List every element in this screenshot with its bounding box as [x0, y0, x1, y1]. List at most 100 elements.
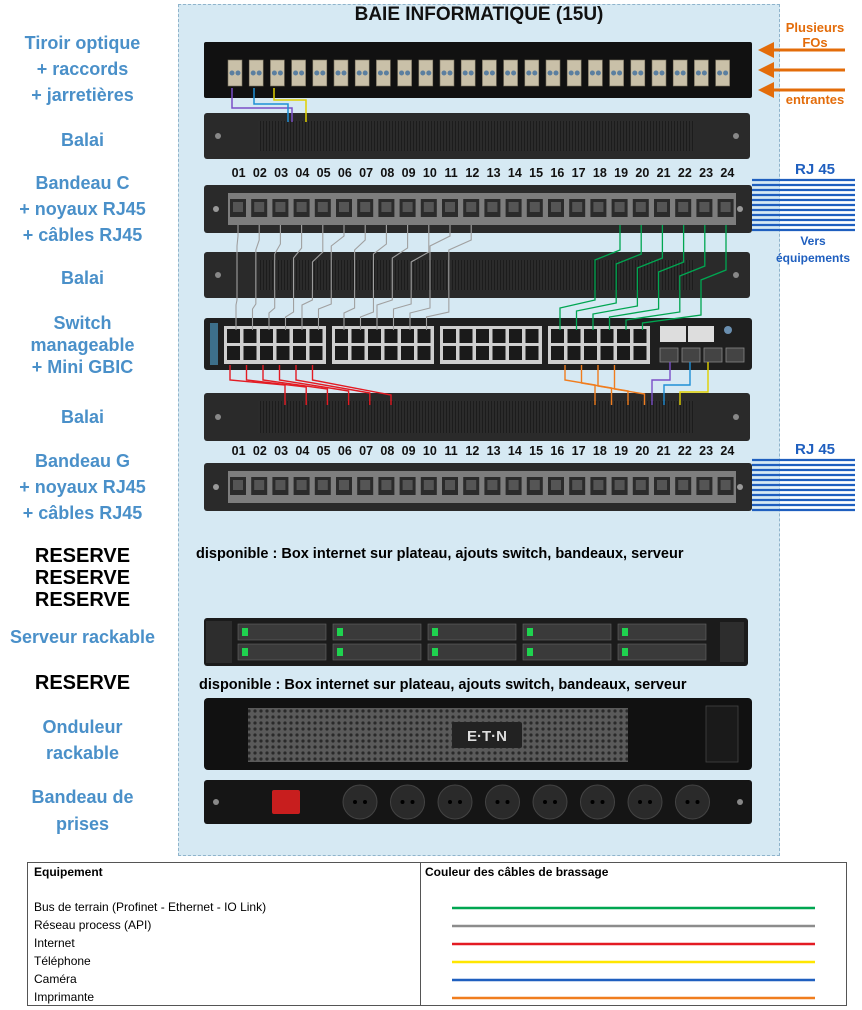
- socket-pin: [590, 800, 595, 804]
- fiber-tray: [204, 42, 752, 98]
- label-line: + Mini GBIC: [31, 357, 134, 377]
- label-panel-c: Bandeau C + noyaux RJ45 + câbles RJ45: [0, 170, 165, 248]
- arrow-head: [758, 42, 774, 58]
- label-line: Tiroir optique: [24, 33, 141, 53]
- sfp-slot: [659, 347, 679, 363]
- switch-port: [443, 346, 456, 360]
- rj45-jack-inner: [466, 202, 477, 212]
- rj45-jack-inner: [487, 202, 498, 212]
- fiber-port: [235, 70, 241, 76]
- power-socket: [390, 784, 425, 820]
- rj45-jack-inner: [720, 480, 731, 490]
- legend-item-label: Internet: [34, 936, 75, 950]
- port-number: 08: [380, 444, 395, 458]
- rj45-jack-inner: [445, 202, 455, 212]
- power-socket: [485, 784, 520, 820]
- port-number: 19: [614, 166, 629, 180]
- label-line: Bandeau G: [34, 451, 131, 471]
- socket-pin: [448, 800, 452, 804]
- label-server: Serveur rackable: [9, 627, 156, 647]
- power-socket: [580, 784, 615, 820]
- socket-pin: [648, 800, 652, 804]
- arrow-head: [758, 82, 774, 98]
- label-rj45-bottom: RJ 45: [794, 441, 836, 458]
- switch-port: [368, 346, 381, 360]
- fiber-port: [617, 70, 623, 76]
- fiber-coupler: [439, 59, 455, 87]
- rj45-jack-inner: [529, 202, 540, 212]
- rack-diagram: E·T·N: [204, 42, 855, 824]
- drive-led: [527, 648, 533, 656]
- rj45-jack-inner: [572, 202, 583, 212]
- port-number: 12: [465, 444, 480, 458]
- fiber-coupler: [312, 59, 328, 87]
- server-ear: [206, 621, 232, 663]
- fiber-port: [341, 70, 347, 76]
- fiber-coupler: [694, 59, 709, 87]
- label-line: FOs: [802, 35, 828, 50]
- port-number: 06: [337, 444, 352, 458]
- switch-port: [401, 329, 414, 343]
- label-ups: Onduleur rackable: [0, 714, 165, 766]
- power-led: [724, 326, 732, 334]
- label-line: + noyaux RJ45: [19, 199, 146, 219]
- legend-item-label: Bus de terrain (Profinet - Ethernet - IO…: [34, 900, 267, 914]
- fiber-coupler: [566, 59, 582, 87]
- sfp-slot: [725, 347, 745, 363]
- drive-led: [337, 628, 343, 636]
- port-number: 24: [720, 166, 735, 180]
- fiber-port: [723, 70, 729, 76]
- label-line: Switch: [53, 313, 112, 333]
- fiber-port: [526, 70, 532, 76]
- patch-cable: [679, 362, 709, 405]
- available-note-1: disponible : Box internet sur plateau, a…: [196, 546, 684, 562]
- label-fibers-top: Plusieurs FOs: [780, 20, 850, 50]
- patch-cable: [343, 225, 366, 330]
- switch-port: [476, 346, 489, 360]
- drive-led: [432, 628, 438, 636]
- rj45-jack-inner: [508, 202, 519, 212]
- port-number: 12: [465, 166, 480, 180]
- patch-cable: [251, 225, 260, 330]
- rj45-jack-inner: [233, 480, 243, 490]
- fiber-port: [489, 70, 495, 76]
- fiber-port: [362, 70, 368, 76]
- switch-port: [351, 346, 365, 360]
- patch-cable: [376, 225, 409, 330]
- fiber-coupler: [630, 59, 646, 87]
- reserve-block: RESERVE RESERVE RESERVE: [0, 545, 165, 611]
- patch-cable: [295, 365, 371, 405]
- port-number: 14: [507, 166, 522, 180]
- rj45-jack-inner: [657, 480, 667, 490]
- port-number: 10: [422, 444, 437, 458]
- patch-cable: [592, 225, 664, 330]
- brush-panels: [204, 113, 750, 441]
- port-number: 23: [699, 166, 714, 180]
- label-panel-g: Bandeau G + noyaux RJ45 + câbles RJ45: [0, 448, 165, 526]
- drive-bay: [332, 623, 422, 641]
- fiber-port: [293, 70, 299, 76]
- uplink-port: [688, 326, 714, 342]
- patch-cable: [311, 365, 392, 405]
- label-line: + câbles RJ45: [22, 225, 143, 245]
- patch-cable: [317, 225, 345, 330]
- drive-bay: [332, 643, 422, 661]
- port-number: 16: [550, 166, 565, 180]
- switch-port: [276, 346, 290, 360]
- port-number: 22: [677, 444, 692, 458]
- rj45-jack-inner: [593, 480, 604, 490]
- rj45-jack-inner: [445, 480, 455, 490]
- socket-pin: [363, 800, 367, 804]
- fiber-coupler: [376, 59, 391, 87]
- reserve-single: RESERVE: [34, 672, 131, 694]
- fiber-coupler: [609, 59, 624, 87]
- rj45-jack-inner: [254, 480, 265, 490]
- port-number: 09: [401, 444, 416, 458]
- rj45-jack-inner: [551, 202, 561, 212]
- switch-port: [567, 346, 581, 360]
- rj45-jack-inner: [402, 202, 413, 212]
- port-number: 03: [274, 166, 289, 180]
- rack-screw: [733, 133, 739, 139]
- rack-screw: [733, 272, 739, 278]
